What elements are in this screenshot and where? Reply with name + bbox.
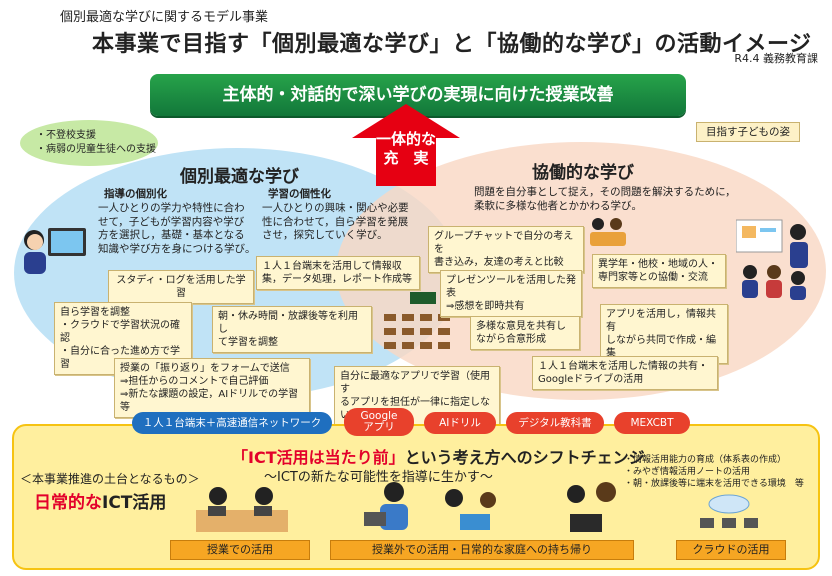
box-line: アプリを活用し，情報共有 — [606, 309, 716, 333]
box-line: しながら共同で作成・編集 — [606, 335, 716, 359]
pill-line: Google — [360, 410, 398, 422]
box-line: 自分に最適なアプリで学習（使用す — [340, 371, 490, 395]
mexcbt-pill: MEXCBT — [614, 412, 690, 434]
ict-headline-black: という考え方へのシフトチェンジ — [404, 448, 645, 467]
app-share-box: アプリを活用し，情報共有 しながら共同で作成・編集 — [600, 304, 728, 364]
student-computer-icon — [24, 228, 86, 274]
ict-headline-red: 「ICT活用は当たり前」 — [232, 448, 405, 467]
digital-textbook-pill: デジタル教科書 — [506, 412, 604, 434]
network-pill: １人１台端末＋高速通信ネットワーク — [132, 412, 332, 434]
arrow-text-line: 充 実 — [383, 149, 429, 167]
pill-line: アプリ — [363, 421, 395, 433]
box-line: ⇒新たな課題の設定，AIドリルでの学習等 — [120, 389, 299, 413]
ict-headline: 「ICT活用は当たり前」という考え方へのシフトチェンジ — [232, 444, 645, 468]
arrow-text: 一体的な 充 実 — [374, 130, 438, 168]
kyodo-desc: 問題を自分事として捉え，その問題を解決するために， 柔軟に多様な他者とかかわる学… — [474, 186, 774, 213]
cloud-line: ・病弱の児童生徒への支援 — [36, 144, 156, 155]
box-line: プレゼンツールを活用した発表 — [446, 275, 576, 299]
kobetsu-heading: 個別最適な学び — [180, 167, 299, 187]
shido-title: 指導の個別化 — [104, 188, 167, 200]
student-tablet-icon — [364, 482, 408, 530]
group-students-icon — [590, 218, 626, 246]
shido-text: 一人ひとりの学力や特性に合わ せて，子どもが学習内容や学び 方を選択し，基礎・基… — [98, 202, 266, 256]
box-line: Googleドライブの活用 — [538, 374, 644, 385]
ict-right-line: ・みやぎ情報活用ノートの活用 — [624, 467, 751, 477]
box-line: 専門家等との協働・交流 — [598, 272, 708, 283]
ict-subheadline: ～ICTの新たな可能性を指導に生かす～ — [264, 470, 493, 485]
box-line: 授業の「振り返り」をフォームで送信 — [120, 363, 290, 374]
gakushu-text: 一人ひとりの興味・関心や必要 性に合わせて，自ら学習を発展 させ，探究していく学… — [262, 202, 430, 243]
students-tablets-icon — [196, 487, 288, 532]
ict-right-list: ・情報活用能力の育成（体系表の作成） ・みやぎ情報活用ノートの活用 ・朝・放課後… — [624, 454, 804, 490]
foundation-label: ＜本事業推進の土台となるもの＞ — [20, 472, 200, 486]
support-cloud: ・不登校支援 ・病弱の児童生徒への支援 — [20, 120, 158, 166]
box-line: ⇒担任からのコメントで自己評価 — [120, 376, 269, 387]
box-line: ながら合意形成 — [476, 334, 546, 345]
top-banner: 主体的・対話的で深い学びの実現に向けた授業改善 — [150, 74, 686, 116]
kyodo-heading: 協働的な学び — [532, 163, 634, 183]
daily-ict-label: 日常的なICT活用 — [34, 488, 166, 513]
box-line: 朝・休み時間・放課後等を利用し — [218, 311, 358, 335]
box-line: グループチャットで自分の考えを — [434, 231, 574, 255]
box-line: １人１台端末を活用して情報収 — [262, 261, 402, 272]
label-cloud-use: クラウドの活用 — [676, 540, 786, 560]
gakushu-title: 学習の個性化 — [268, 188, 331, 200]
family-laptop-icon — [445, 489, 496, 530]
expert-box: 異学年・他校・地域の人・ 専門家等との協働・交流 — [592, 254, 726, 288]
shido-line: せて，子どもが学習内容や学び — [98, 215, 245, 228]
shido-line: 一人ひとりの学力や特性に合わ — [98, 202, 245, 214]
google-app-pill: Google アプリ — [344, 408, 414, 436]
box-line: 多様な意見を共有し — [476, 321, 566, 332]
up-arrow-icon — [352, 104, 460, 186]
cloud-line: ・不登校支援 — [36, 130, 96, 141]
box-line: 集，データ処理，レポート作成等 — [262, 274, 412, 285]
shido-line: 方を選択し，基礎・基本となる — [98, 229, 245, 241]
page-title: 本事業で目指す「個別最適な学び」と「協働的な学び」の活動イメージ — [92, 32, 812, 57]
department-label: R4.4 義務教育課 — [734, 52, 818, 65]
present-box: プレゼンツールを活用した発表 ⇒感想を即時共有 — [440, 270, 582, 317]
desc-line: 柔軟に多様な他者とかかわる学び。 — [474, 199, 642, 212]
box-line: １人１台端末を活用した情報の共有・ — [538, 361, 708, 372]
box-line: 自ら学習を調整 — [60, 307, 130, 318]
goal-label: 目指す子どもの姿 — [696, 122, 800, 142]
box-line: 異学年・他校・地域の人・ — [598, 259, 718, 270]
chat-box: グループチャットで自分の考えを 書き込み，友達の考えと比較 — [428, 226, 584, 273]
furikaeri-box: 授業の「振り返り」をフォームで送信 ⇒担任からのコメントで自己評価 ⇒新たな課題… — [114, 358, 310, 418]
label-class-use: 授業での活用 — [170, 540, 310, 560]
ict-right-line: ・情報活用能力の育成（体系表の作成） — [624, 455, 787, 465]
label-outside-use: 授業外での活用・日常的な家庭への持ち帰り — [330, 540, 634, 560]
diverse-box: 多様な意見を共有し ながら合意形成 — [470, 316, 580, 350]
subtitle: 個別最適な学びに関するモデル事業 — [60, 10, 269, 25]
device-box: １人１台端末を活用して情報収 集，データ処理，レポート作成等 — [256, 256, 420, 290]
box-line: て学習を調整 — [218, 337, 278, 348]
arrow-text-line: 一体的な — [375, 130, 436, 148]
classroom-icon — [384, 292, 450, 349]
desc-line: 問題を自分事として捉え，その問題を解決するために， — [474, 186, 736, 198]
box-line: ・自分に合った進め方で学習 — [60, 346, 180, 370]
teacher-presentation-icon — [736, 219, 808, 300]
gakushu-line: 一人ひとりの興味・関心や必要 — [262, 202, 409, 214]
ai-drill-pill: AIドリル — [424, 412, 496, 434]
gakushu-line: 性に合わせて，自ら学習を発展 — [262, 215, 409, 228]
daily-ict-black: ICT活用 — [102, 493, 167, 513]
box-line: 書き込み，友達の考えと比較 — [434, 257, 564, 268]
gakushu-line: させ，探究していく学び。 — [262, 229, 388, 241]
box-line: ・クラウドで学習状況の確認 — [60, 320, 180, 344]
morning-box: 朝・休み時間・放課後等を利用し て学習を調整 — [212, 306, 372, 353]
parent-child-laptop-icon — [567, 482, 616, 532]
daily-ict-red: 日常的な — [34, 493, 102, 513]
box-line: ⇒感想を即時共有 — [446, 301, 525, 312]
shido-line: 知識や学び方を身につける学び。 — [98, 242, 256, 255]
study-log-box: スタディ・ログを活用した学習 — [108, 270, 254, 304]
google-drive-box: １人１台端末を活用した情報の共有・ Googleドライブの活用 — [532, 356, 718, 390]
ict-right-line: ・朝・放課後等に端末を活用できる環境 等 — [624, 479, 804, 489]
cloud-server-icon — [700, 494, 758, 528]
